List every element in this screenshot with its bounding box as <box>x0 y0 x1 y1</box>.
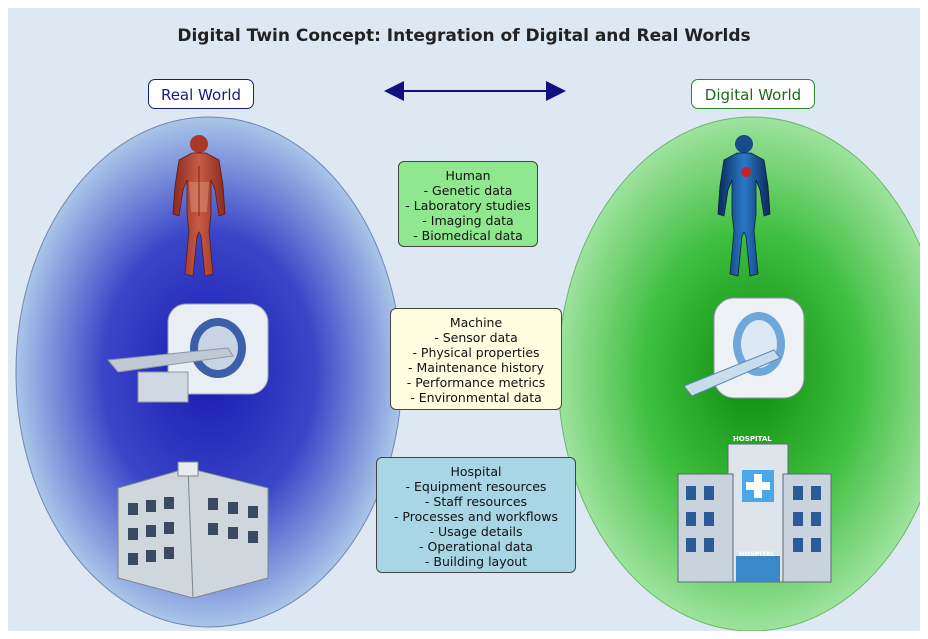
machine-box-heading: Machine <box>449 315 503 330</box>
list-item: - Imaging data <box>422 213 514 228</box>
list-item: - Physical properties <box>412 345 540 360</box>
background-layer <box>15 81 920 631</box>
hospital-data-box: Hospital - Equipment resources - Staff r… <box>376 457 576 573</box>
machine-data-box: Machine - Sensor data - Physical propert… <box>390 308 562 410</box>
diagram-canvas: Digital Twin Concept: Integration of Dig… <box>8 8 920 631</box>
human-data-list: - Genetic data - Laboratory studies - Im… <box>399 183 537 243</box>
digital-hospital-icon <box>677 443 832 583</box>
digital-world-label: Digital World <box>691 79 815 109</box>
list-item: - Operational data <box>419 539 533 554</box>
list-item: - Genetic data <box>423 183 513 198</box>
hospital-building-icon <box>117 461 269 599</box>
list-item: - Usage details <box>429 524 523 539</box>
machine-data-list: - Sensor data - Physical properties - Ma… <box>391 330 561 405</box>
list-item: - Performance metrics <box>406 375 546 390</box>
list-item: - Building layout <box>424 554 528 569</box>
human-data-box: Human - Genetic data - Laboratory studie… <box>398 161 538 247</box>
list-item: - Sensor data <box>434 330 518 345</box>
anatomy-human-icon <box>172 135 226 277</box>
hospital-box-heading: Hospital <box>450 464 502 479</box>
digital-ct-scanner-icon <box>683 297 805 399</box>
hospital-data-list: - Equipment resources - Staff resources … <box>377 479 575 569</box>
diagram-title: Digital Twin Concept: Integration of Dig… <box>177 26 751 46</box>
list-item: - Environmental data <box>410 390 542 405</box>
list-item: - Biomedical data <box>413 228 523 243</box>
list-item: - Equipment resources <box>405 479 547 494</box>
human-box-heading: Human <box>445 168 491 183</box>
ct-scanner-icon <box>107 303 269 403</box>
digital-human-icon <box>717 135 771 277</box>
list-item: - Staff resources <box>424 494 528 509</box>
real-world-label: Real World <box>148 79 254 109</box>
list-item: - Processes and workflows <box>393 509 559 524</box>
list-item: - Maintenance history <box>408 360 544 375</box>
list-item: - Laboratory studies <box>405 198 531 213</box>
